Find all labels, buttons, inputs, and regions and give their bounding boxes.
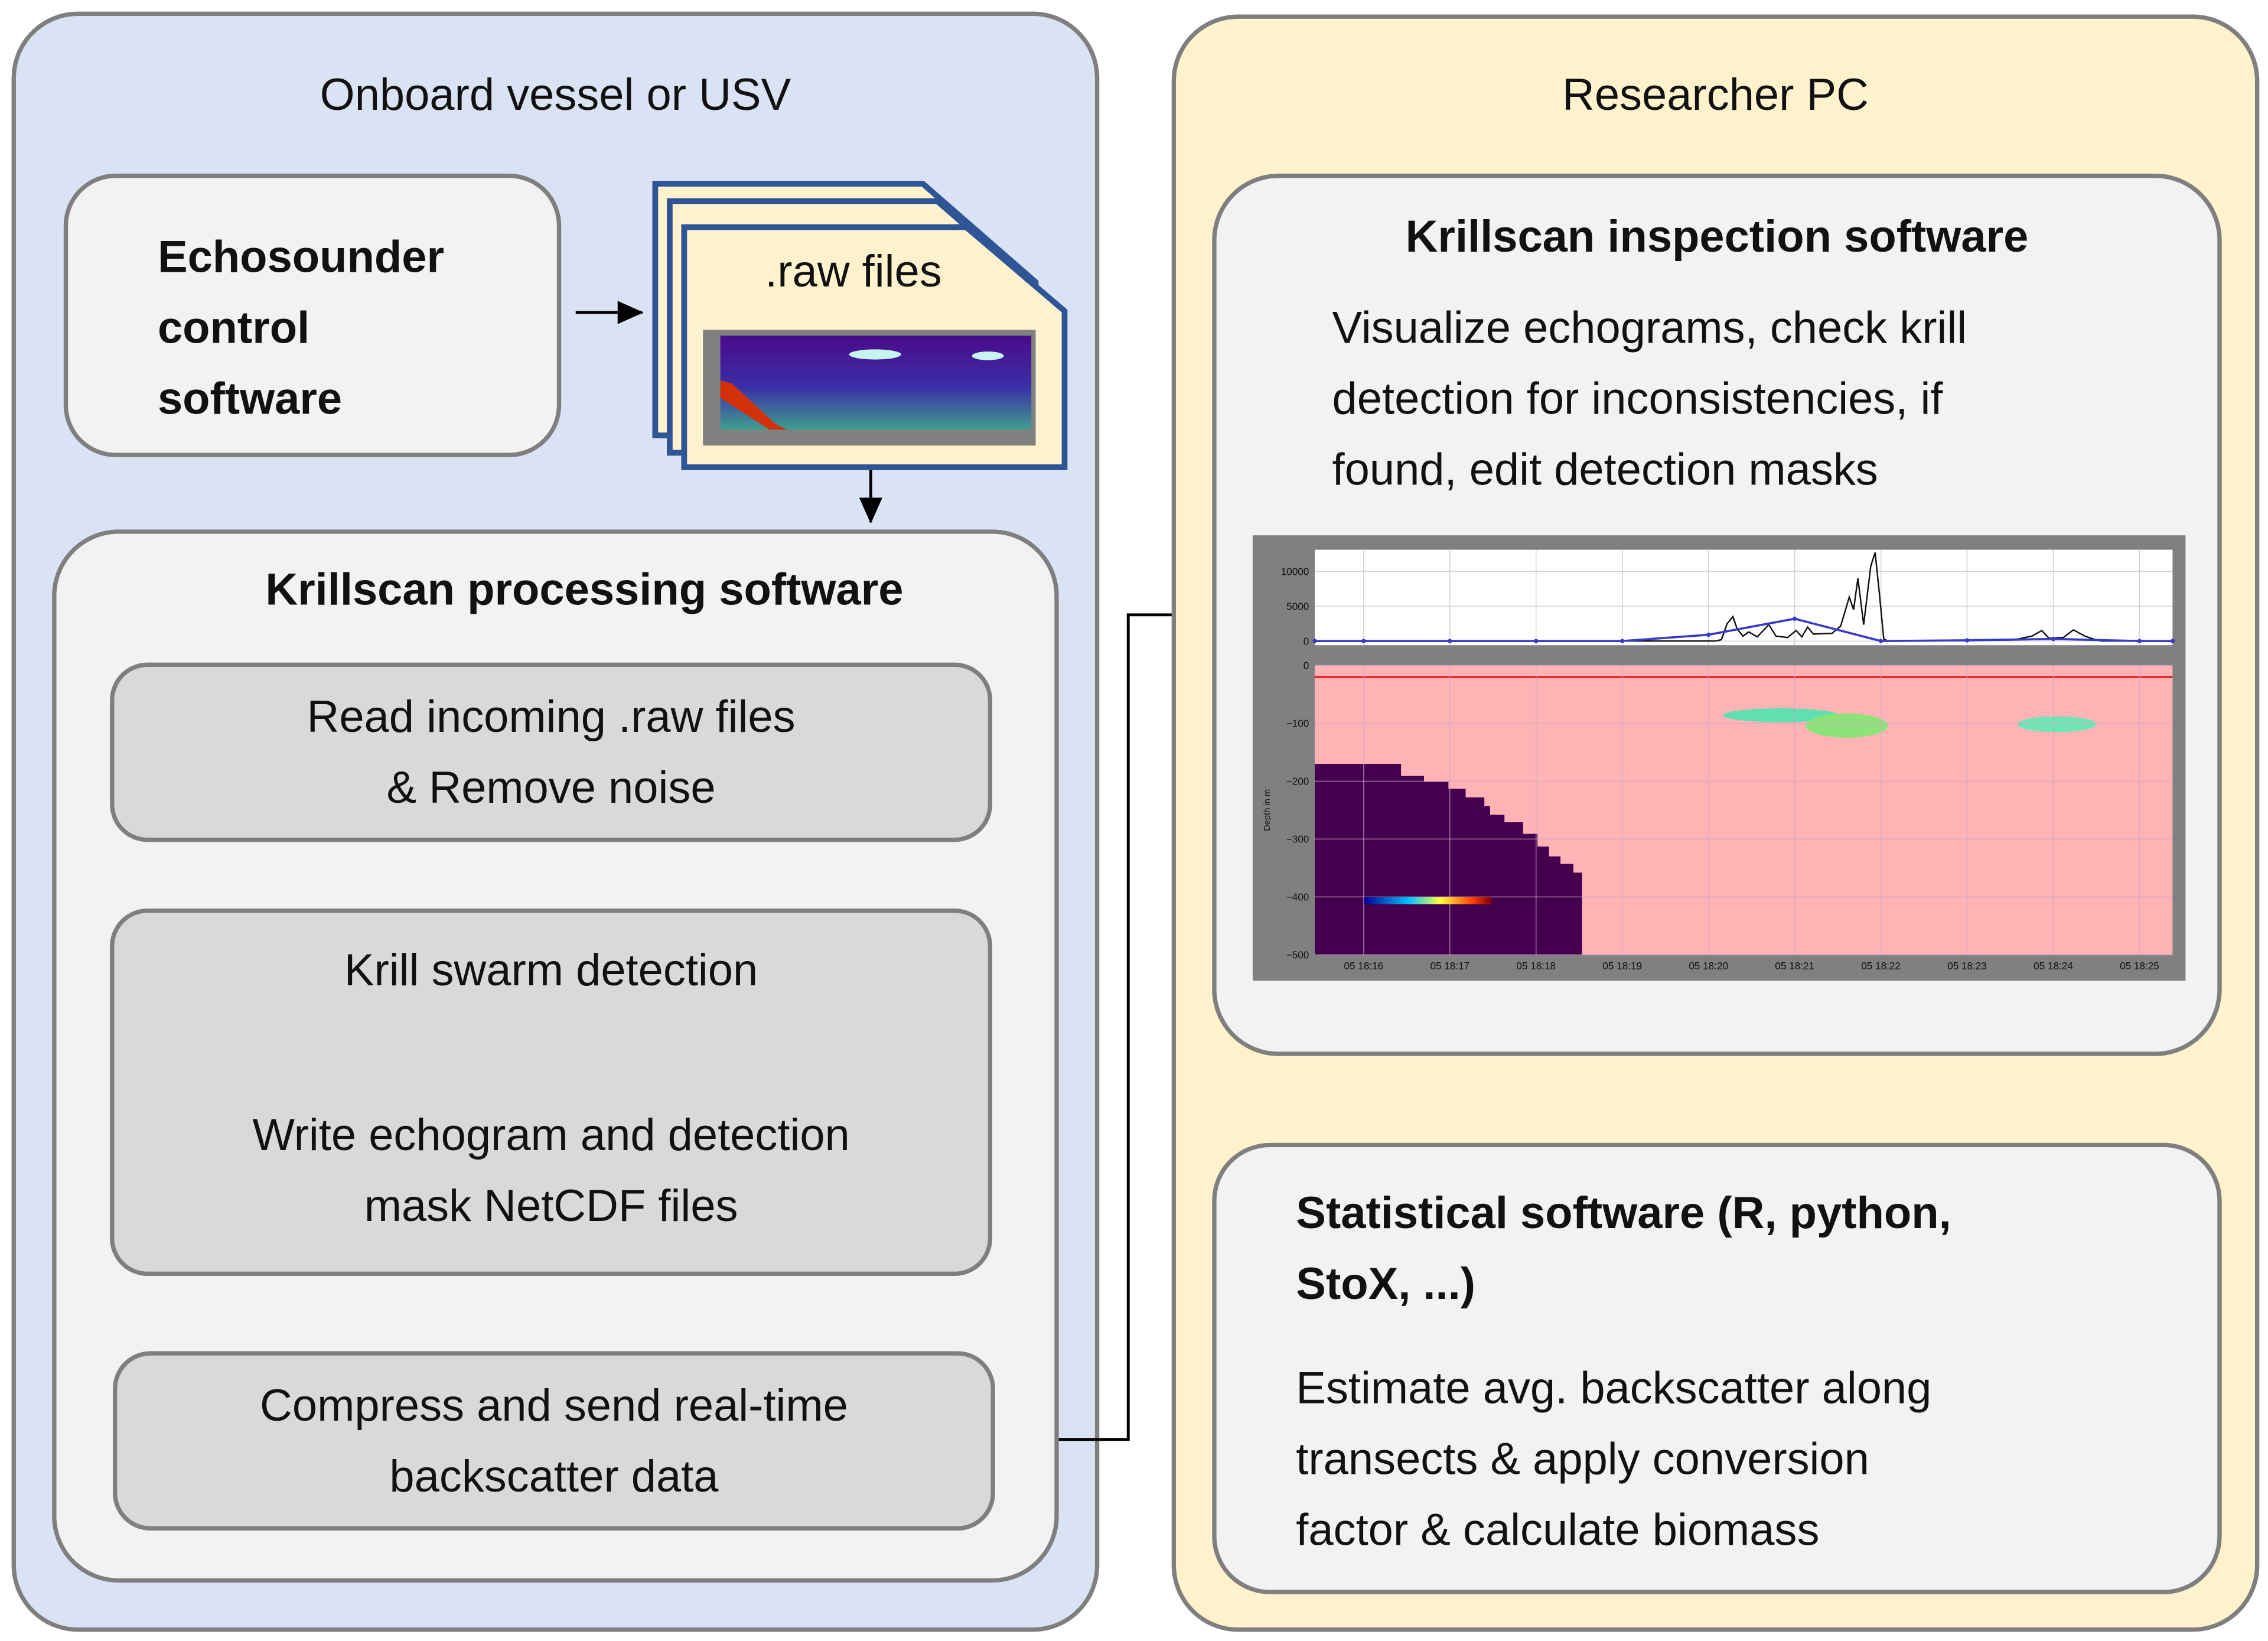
x-tick-label: 05 18:20 (1689, 960, 1728, 972)
bottom-y-tick-label: −300 (1286, 833, 1309, 845)
bottom-y-tick-label: −100 (1286, 718, 1309, 730)
x-tick-label: 05 18:18 (1516, 960, 1556, 972)
raw-files-icon (652, 181, 1068, 470)
krill-swarm (2017, 716, 2097, 732)
step-compress-send: Compress and send real-time backscatter … (113, 1351, 995, 1531)
desc-line: found, edit detection masks (1332, 444, 1878, 495)
onboard-panel-title: Onboard vessel or USV (320, 69, 791, 121)
x-tick-label: 05 18:17 (1430, 960, 1469, 972)
step-read-remove-noise: Read incoming .raw files & Remove noise (110, 662, 993, 842)
step-line: Krill swarm detection (344, 945, 758, 995)
echosounder-line: software (157, 373, 343, 424)
series-marker (1312, 639, 1317, 643)
top-plot-area (1315, 549, 2173, 646)
echosounder-line: Echosounder (157, 231, 445, 282)
series-marker (2137, 639, 2142, 643)
echosounder-box: Echosounder control software (63, 173, 562, 457)
top-y-tick-label: 0 (1304, 635, 1309, 647)
swarm-blob (1722, 708, 1839, 722)
echosounder-line: control (157, 302, 310, 353)
step-line: Compress and send real-time (260, 1380, 848, 1431)
x-tick-label: 05 18:24 (2034, 960, 2073, 972)
step-line: mask NetCDF files (364, 1180, 738, 1232)
seabed-region (1315, 764, 1582, 955)
series-marker (2051, 636, 2056, 642)
processing-title: Krillscan processing software (265, 564, 904, 615)
top-y-tick-label: 10000 (1281, 565, 1309, 577)
desc-line: factor & calculate biomass (1296, 1504, 1820, 1555)
x-tick-label: 05 18:16 (1344, 960, 1384, 972)
inspection-chart: 05 18:16 05 18:17 05 18:18 05 18:19 05 18:20… (1252, 535, 2186, 981)
swarm-blob (2017, 716, 2097, 732)
step-line: backscatter data (389, 1451, 719, 1502)
y-axis-label: Depth in m (1263, 789, 1272, 831)
top-y-tick-label: 5000 (1286, 600, 1309, 612)
bottom-y-tick-label: 0 (1304, 660, 1309, 672)
x-tick-label: 05 18:19 (1602, 960, 1642, 972)
series-marker (1620, 639, 1625, 643)
x-tick-label: 05 18:22 (1861, 960, 1901, 972)
series-marker (1964, 638, 1970, 643)
x-tick-label: 05 18:25 (2120, 960, 2159, 972)
series-marker (2170, 639, 2175, 643)
inspection-title: Krillscan inspection software (1405, 211, 2029, 262)
arrow-send-to-inspection (995, 603, 1208, 1441)
step-detection-write: Krill swarm detection Write echogram and… (110, 908, 993, 1277)
desc-line: Estimate avg. backscatter along (1296, 1362, 1932, 1414)
series-marker (1534, 639, 1539, 643)
series-marker (1448, 639, 1452, 643)
series-marker (1706, 632, 1711, 637)
bottom-y-tick-label: −500 (1286, 949, 1309, 960)
desc-line: detection for inconsistencies, if (1332, 373, 1943, 424)
series-marker (1361, 639, 1366, 643)
raw-files-label: .raw files (765, 246, 942, 297)
title-line: Statistical software (R, python, (1296, 1187, 1951, 1239)
x-tick-label: 05 18:21 (1775, 960, 1814, 972)
step-line: & Remove noise (386, 762, 716, 813)
swarm-blob (1805, 713, 1888, 738)
desc-line: transects & apply conversion (1296, 1433, 1869, 1484)
krill-swarm (1722, 708, 1888, 738)
bottom-y-tick-label: −200 (1286, 776, 1309, 787)
inspection-description: Visualize echograms, check krill detecti… (1332, 292, 1967, 505)
step-line: Write echogram and detection (252, 1109, 850, 1161)
series-marker (1792, 616, 1797, 621)
researcher-panel-title: Researcher PC (1562, 69, 1869, 121)
colorbar (1364, 897, 1491, 904)
statistical-description: Estimate avg. backscatter along transect… (1296, 1353, 1931, 1565)
x-tick-label: 05 18:23 (1947, 960, 1987, 972)
statistical-title: Statistical software (R, python, StoX, .… (1296, 1177, 1951, 1319)
desc-line: Visualize echograms, check krill (1332, 302, 1967, 353)
bottom-y-tick-label: −400 (1286, 891, 1309, 903)
series-marker (1878, 639, 1884, 643)
statistical-box (1212, 1142, 2222, 1594)
series-line (1315, 617, 2173, 643)
title-line: StoX, ...) (1296, 1258, 1475, 1310)
step-line: Read incoming .raw files (307, 691, 796, 743)
